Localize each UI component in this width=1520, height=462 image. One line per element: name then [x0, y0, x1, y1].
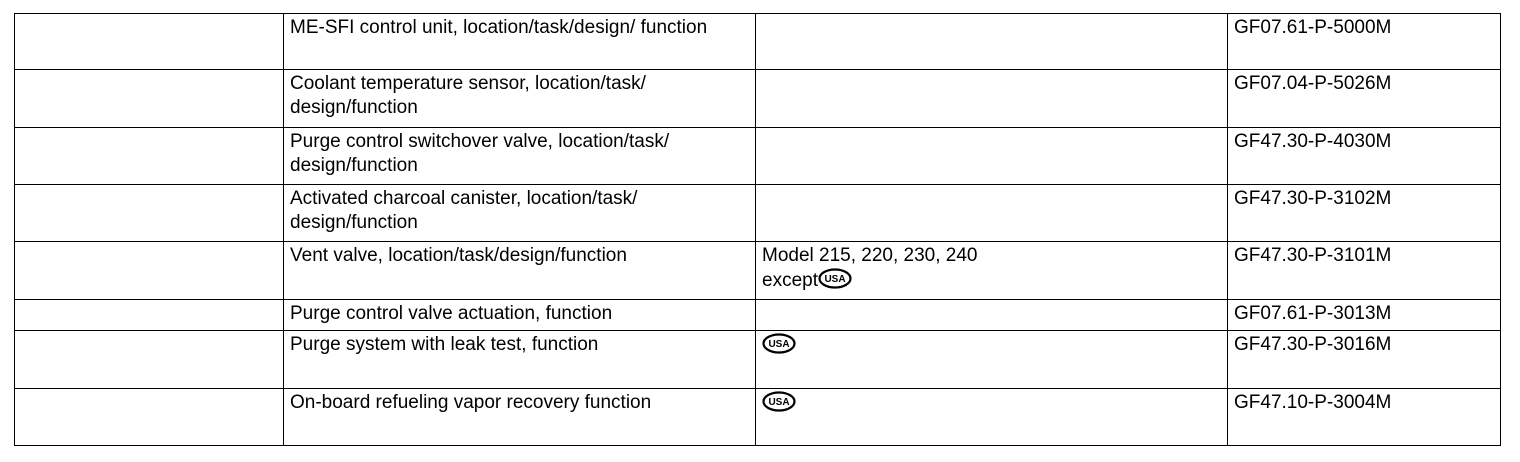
description-cell: Purge control switchover valve, location…: [283, 127, 756, 185]
note-except-text: except: [762, 270, 818, 291]
description-cell: On-board refueling vapor recovery functi…: [283, 388, 756, 446]
description-cell: Coolant temperature sensor, location/tas…: [283, 69, 756, 128]
reference-cell: GF47.30-P-3102M: [1227, 184, 1501, 242]
usa-icon: USA: [818, 268, 852, 289]
usa-icon: USA: [762, 333, 796, 354]
description-cell: Purge system with leak test, function: [283, 330, 756, 389]
note-cell: [755, 184, 1228, 242]
usa-icon: USA: [762, 391, 796, 412]
description-cell: Activated charcoal canister, location/ta…: [283, 184, 756, 242]
note-cell: USA: [755, 330, 1228, 389]
row-label-cell: [14, 241, 284, 300]
reference-cell: GF47.30-P-3101M: [1227, 241, 1501, 300]
reference-cell: GF47.10-P-3004M: [1227, 388, 1501, 446]
row-label-cell: [14, 299, 284, 331]
row-label-cell: [14, 69, 284, 128]
row-label-cell: [14, 184, 284, 242]
note-model-list: Model 215, 220, 230, 240: [762, 245, 978, 266]
note-exception: except USA: [762, 268, 1221, 293]
reference-table: ME-SFI control unit, location/task/desig…: [14, 13, 1501, 446]
description-cell: Purge control valve actuation, function: [283, 299, 756, 331]
description-cell: ME-SFI control unit, location/task/desig…: [283, 13, 756, 70]
reference-cell: GF07.61-P-3013M: [1227, 299, 1501, 331]
note-cell: [755, 299, 1228, 331]
row-label-cell: [14, 13, 284, 70]
row-label-cell: [14, 330, 284, 389]
table-row: Coolant temperature sensor, location/tas…: [14, 69, 1501, 128]
svg-text:USA: USA: [768, 397, 789, 408]
reference-cell: GF07.61-P-5000M: [1227, 13, 1501, 70]
note-cell: [755, 69, 1228, 128]
table-row: Purge system with leak test, function US…: [14, 330, 1501, 389]
row-label-cell: [14, 388, 284, 446]
reference-cell: GF47.30-P-3016M: [1227, 330, 1501, 389]
description-cell: Vent valve, location/task/design/functio…: [283, 241, 756, 300]
reference-cell: GF07.04-P-5026M: [1227, 69, 1501, 128]
table-row: Purge control switchover valve, location…: [14, 127, 1501, 185]
note-cell: Model 215, 220, 230, 240 except USA: [755, 241, 1228, 300]
table-row: ME-SFI control unit, location/task/desig…: [14, 13, 1501, 70]
note-cell: [755, 13, 1228, 70]
note-cell: USA: [755, 388, 1228, 446]
reference-cell: GF47.30-P-4030M: [1227, 127, 1501, 185]
table-row: Vent valve, location/task/design/functio…: [14, 241, 1501, 300]
table-row: On-board refueling vapor recovery functi…: [14, 388, 1501, 446]
svg-text:USA: USA: [768, 339, 789, 350]
note-cell: [755, 127, 1228, 185]
table-row: Activated charcoal canister, location/ta…: [14, 184, 1501, 242]
table-row: Purge control valve actuation, function …: [14, 299, 1501, 331]
row-label-cell: [14, 127, 284, 185]
svg-text:USA: USA: [824, 274, 845, 285]
